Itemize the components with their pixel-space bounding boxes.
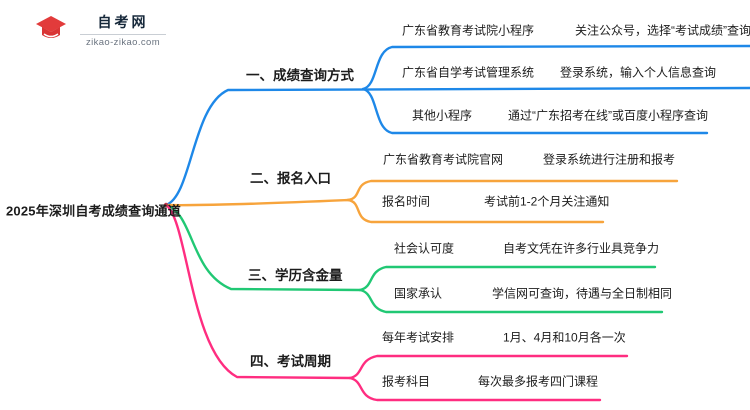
node-value: 考试前1-2个月关注通知 — [484, 194, 610, 209]
site-logo[interactable]: 自考网 zikao-zikao.com — [30, 10, 166, 50]
node-key: 广东省教育考试院小程序 — [402, 23, 535, 38]
branch4-label: 四、考试周期 — [250, 354, 331, 369]
node-value: 关注公众号，选择“考试成绩”查询 — [575, 23, 750, 38]
branch4-lines — [164, 203, 629, 402]
graduation-cap-icon — [33, 12, 66, 48]
node-value: 1月、4月和10月各一次 — [503, 330, 626, 345]
site-url: zikao-zikao.com — [85, 37, 161, 48]
node-value: 自考文凭在许多行业具竞争力 — [503, 241, 660, 256]
site-name: 自考网 — [97, 14, 149, 30]
node-key: 报名时间 — [382, 194, 431, 209]
node-value: 登录系统进行注册和报考 — [543, 152, 676, 167]
logo-divider — [80, 34, 166, 35]
branch1-label: 一、成绩查询方式 — [246, 68, 354, 83]
node-key: 广东省自学考试管理系统 — [402, 65, 535, 80]
central-topic: 2025年深圳自考成绩查询通道 — [6, 203, 181, 219]
node-key: 广东省教育考试院官网 — [383, 152, 504, 167]
branch3-label: 三、学历含金量 — [248, 268, 343, 283]
node-key: 报考科目 — [382, 374, 431, 389]
node-key: 每年考试安排 — [382, 330, 455, 345]
node-key: 社会认可度 — [394, 241, 455, 256]
node-value: 登录系统，输入个人信息查询 — [560, 65, 717, 80]
node-value: 每次最多报考四门课程 — [478, 374, 599, 389]
branch2-label: 二、报名入口 — [250, 171, 331, 186]
node-value: 通过“广东招考在线”或百度小程序查询 — [508, 108, 708, 123]
node-key: 其他小程序 — [412, 108, 473, 123]
node-value: 学信网可查询，待遇与全日制相同 — [492, 286, 673, 301]
node-key: 国家承认 — [394, 286, 443, 301]
